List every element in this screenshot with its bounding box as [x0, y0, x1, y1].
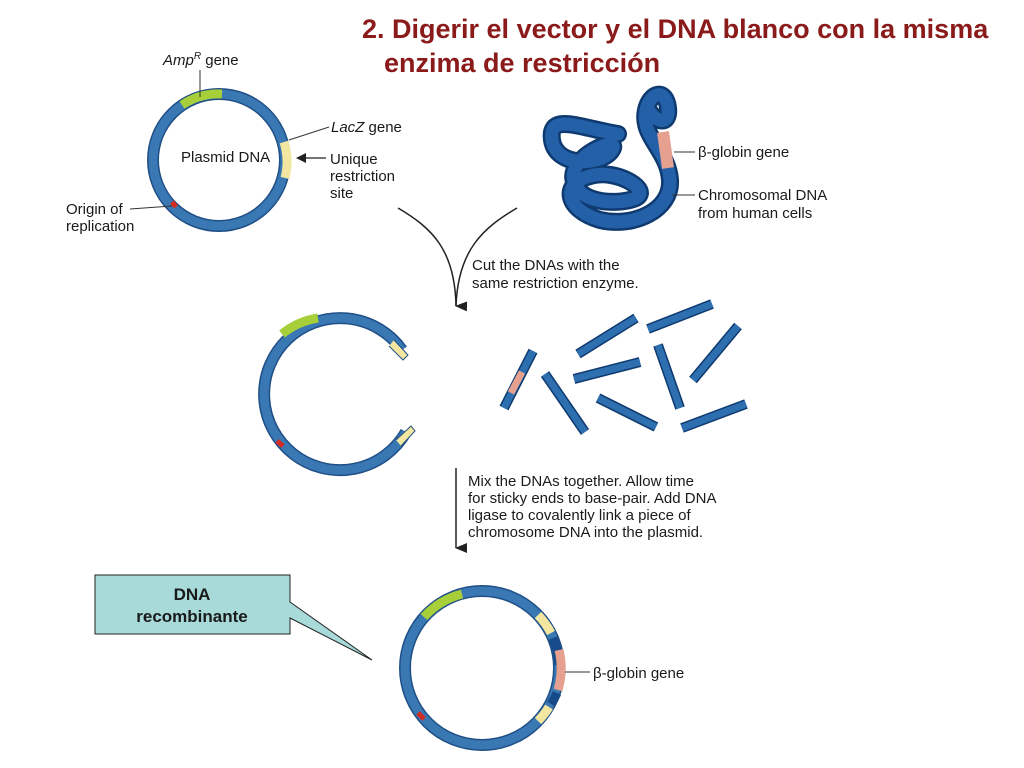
plasmid-top: [147, 88, 292, 232]
plasmid-recombinant-origin-mark: [416, 711, 426, 721]
plasmid-top-lacz-segment: [279, 140, 292, 180]
unique-site-label-3: site: [330, 185, 353, 202]
plasmid-recombinant-beta-globin-segment: [553, 648, 566, 692]
plasmid-cut-sticky-end-bottom: [395, 425, 416, 447]
cut-arrow-left-curve: [397, 207, 457, 307]
fragment-2: [646, 300, 714, 333]
plasmid-top-origin-mark: [170, 200, 178, 209]
origin-leader: [129, 205, 173, 210]
plasmid-recombinant-lacz-right: [534, 704, 553, 725]
callout-text-2: recombinante: [136, 607, 247, 626]
chromosome-body: [545, 88, 677, 229]
beta-globin-top-label: β-globin gene: [698, 144, 789, 161]
unique-site-label-1: Unique: [330, 151, 378, 168]
lacz-gene-label: LacZ gene: [331, 119, 402, 136]
unique-site-arrowhead: [296, 153, 306, 163]
unique-site-label-2: restriction: [330, 168, 395, 185]
origin-label-2: replication: [66, 218, 134, 235]
cut-step-text-1: Cut the DNAs with the: [472, 257, 620, 274]
fragment-7: [596, 394, 658, 431]
plasmid-recombinant: [399, 585, 566, 751]
page-title-line-1: 2. Digerir el vector y el DNA blanco con…: [362, 14, 989, 44]
plasmid-cut-ring: [259, 313, 410, 475]
cut-step-text-2: same restriction enzyme.: [472, 275, 639, 292]
plasmid-cut-sticky-end-top: [388, 339, 409, 361]
fragment-4: [542, 372, 588, 434]
chromosomal-label-2: from human cells: [698, 205, 812, 222]
plasmid-recombinant-ampr-segment: [420, 589, 464, 621]
lacz-leader: [288, 126, 330, 141]
plasmid-dna-label: Plasmid DNA: [181, 149, 270, 166]
plasmid-recombinant-insert-b: [547, 691, 562, 707]
callout-text-1: DNA: [174, 585, 211, 604]
fragment-beta-globin-gene: [507, 370, 526, 395]
dna-fragments: [499, 299, 748, 435]
plasmid-top-ampr-segment: [179, 89, 223, 109]
page-title-line-2: enzima de restricción: [384, 48, 661, 78]
plasmid-recombinant-lacz-left: [534, 611, 555, 636]
beta-globin-top-segment: [657, 131, 674, 169]
chromosomal-dna: [542, 85, 679, 231]
plasmid-cut-ampr-segment: [279, 313, 319, 338]
fragment-1: [576, 315, 638, 357]
chromosomal-label-1: Chromosomal DNA: [698, 187, 827, 204]
fragment-8: [680, 400, 748, 432]
callout-box: [94, 574, 373, 661]
mix-step-text-4: chromosome DNA into the plasmid.: [468, 524, 703, 541]
mix-step-text-2: for sticky ends to base-pair. Add DNA: [468, 490, 716, 507]
plasmid-cut-origin-mark: [275, 439, 285, 448]
plasmid-cut: [258, 312, 416, 477]
fragment-3: [573, 358, 641, 383]
cut-arrow-right-curve: [455, 207, 518, 312]
mix-step-text-1: Mix the DNAs together. Allow time: [468, 473, 694, 490]
callout-recombinant: DNA recombinante: [94, 574, 373, 661]
origin-label-1: Origin of: [66, 201, 124, 218]
fragment-5: [654, 343, 684, 410]
ampr-gene-label: AmpR gene: [162, 51, 239, 69]
fragment-6: [690, 323, 741, 383]
mix-step-text-3: ligase to covalently link a piece of: [468, 507, 691, 524]
beta-globin-bottom-label: β-globin gene: [593, 665, 684, 682]
